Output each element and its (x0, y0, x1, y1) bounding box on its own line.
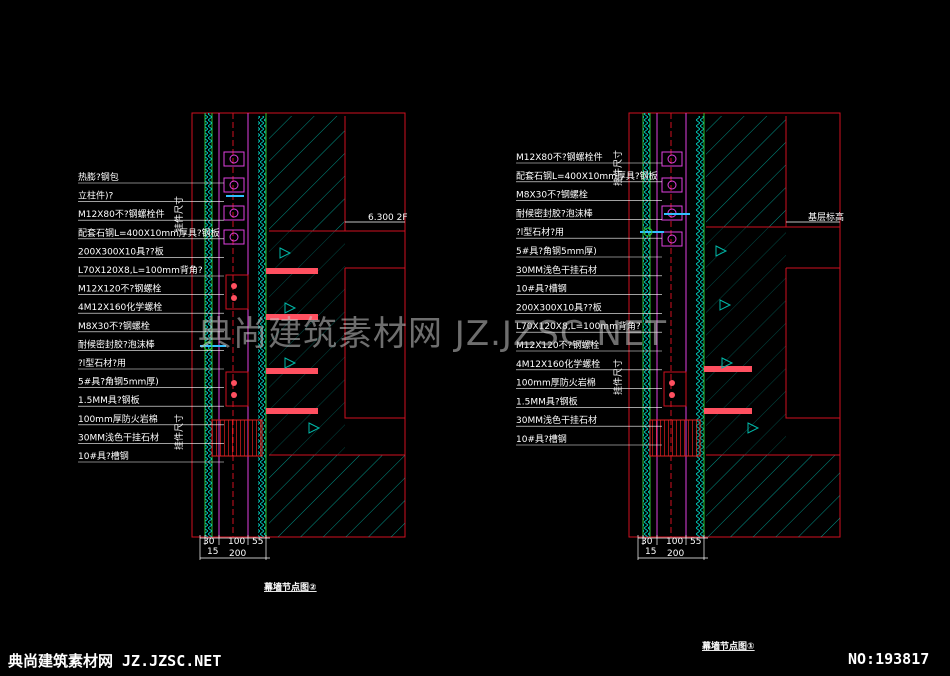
right-callout-label: 4M12X160化学螺栓 (516, 358, 600, 370)
right-callout-label: ?l型石材?用 (516, 226, 564, 238)
left-callout-label: 100mm厚防火岩棉 (78, 413, 158, 425)
left-dim-30: 30 (203, 537, 215, 547)
right-callout-label: 耐候密封胶?泡沫棒 (516, 207, 593, 219)
left-fire-insulation (211, 419, 263, 457)
left-callout-label: 立柱件)? (78, 190, 114, 202)
right-callout-label: 30MM浅色干挂石材 (516, 264, 597, 276)
right-stone-fill (643, 113, 650, 537)
right-title: 幕墙节点图① (701, 640, 755, 652)
left-callout-label: 5#具?角钢5mm厚) (78, 376, 159, 388)
right-slab-inner2 (785, 268, 840, 419)
right-dim-55: 55 (690, 537, 701, 547)
left-chemical-bolts (266, 268, 318, 414)
right-concrete-hatch-lower (706, 455, 840, 537)
right-bolt-group (661, 151, 687, 407)
right-fire-insulation (649, 419, 701, 457)
left-callout-label: M12X80不?钢螺栓件 (78, 208, 165, 220)
watermark: 典尚建筑素材网 JZ.JZSC.NET (198, 314, 667, 354)
right-dim-15: 15 (645, 547, 656, 557)
right-connector (640, 213, 690, 237)
left-detail: 6.300 2F 30 100 55 15 200 挂件尺寸 挂件尺寸 热膨?钢… (78, 112, 408, 593)
left-callout-label: 配套石钢L=400X10mm厚具?钢板 (78, 227, 220, 239)
right-insulation-layer (696, 116, 704, 537)
right-dim-200: 200 (667, 549, 684, 559)
left-callout-label: 200X300X10具??板 (78, 245, 164, 257)
footer-number: NO:193817 (848, 650, 930, 668)
right-level-label: 基层标高 (808, 211, 844, 223)
left-concrete-hatch-lower (269, 455, 405, 537)
left-dim-200: 200 (229, 549, 246, 559)
left-callout-label: 10#具?槽钢 (78, 450, 129, 462)
left-callout-label: 热膨?钢包 (78, 171, 119, 183)
right-callout-label: 10#具?槽钢 (516, 283, 567, 295)
right-chemical-bolts (704, 366, 752, 414)
left-vertical-note: 挂件尺寸 (173, 196, 185, 232)
right-callout-label: M12X120不?钢螺栓 (516, 339, 599, 351)
left-dim-15: 15 (207, 547, 218, 557)
left-slab-inner2 (344, 268, 405, 419)
right-callout-label: 30MM浅色干挂石材 (516, 414, 597, 426)
left-callout-label: L70X120X8,L=100mm背角? (78, 264, 203, 276)
right-vertical-note-2: 挂件尺寸 (612, 359, 624, 395)
right-dimensions (637, 535, 708, 560)
left-connector (200, 195, 244, 351)
right-callout-label: M12X80不?钢螺栓件 (516, 151, 603, 163)
right-callout-label: 1.5MM具?钢板 (516, 395, 578, 407)
right-dim-30: 30 (641, 537, 653, 547)
right-concrete-hatch (706, 116, 786, 227)
left-triangle-markers (279, 247, 321, 434)
left-title: 幕墙节点图② (263, 581, 317, 593)
right-vertical-note: 挂件尺寸 (612, 150, 624, 186)
right-concrete-wall (706, 227, 786, 455)
left-callout-label: ?l型石材?用 (78, 357, 126, 369)
left-dim-55: 55 (252, 537, 263, 547)
left-callout-label: 4M12X160化学螺栓 (78, 301, 162, 313)
left-vertical-note-2: 挂件尺寸 (173, 414, 185, 450)
left-bolt-group (223, 151, 249, 407)
left-callout-label: 30MM浅色干挂石材 (78, 431, 159, 443)
right-callout-label: 5#具?角钢5mm厚) (516, 245, 597, 257)
left-concrete-hatch (269, 116, 345, 231)
right-callout-label: 100mm厚防火岩棉 (516, 377, 596, 389)
right-callout-label: M8X30不?钢螺栓 (516, 189, 588, 201)
right-callout-label: 10#具?槽钢 (516, 433, 567, 445)
left-level-label: 6.300 2F (368, 213, 408, 223)
right-callout-label: L70X120X8,L=100mm背角? (516, 320, 641, 332)
right-triangle-markers (715, 245, 760, 434)
left-callout-label: 耐候密封胶?泡沫棒 (78, 338, 155, 350)
right-detail: 基层标高 30 100 55 15 200 挂件尺寸 挂件尺寸 M12X80不?… (516, 112, 844, 652)
left-callout-label: M8X30不?钢螺栓 (78, 320, 150, 332)
left-stone-fill (205, 113, 212, 537)
left-insulation-layer (258, 116, 266, 537)
left-dim-100: 100 (228, 537, 245, 547)
right-callout-label: 200X300X10具??板 (516, 301, 602, 313)
right-dim-100: 100 (666, 537, 683, 547)
left-callout-label: M12X120不?钢螺栓 (78, 283, 161, 295)
left-callout-label: 1.5MM具?钢板 (78, 394, 140, 406)
right-callout-label: 配套石钢L=400X10mm厚具?钢板 (516, 170, 658, 182)
left-dimensions (199, 535, 270, 560)
footer-site: 典尚建筑素材网 JZ.JZSC.NET (8, 652, 222, 670)
